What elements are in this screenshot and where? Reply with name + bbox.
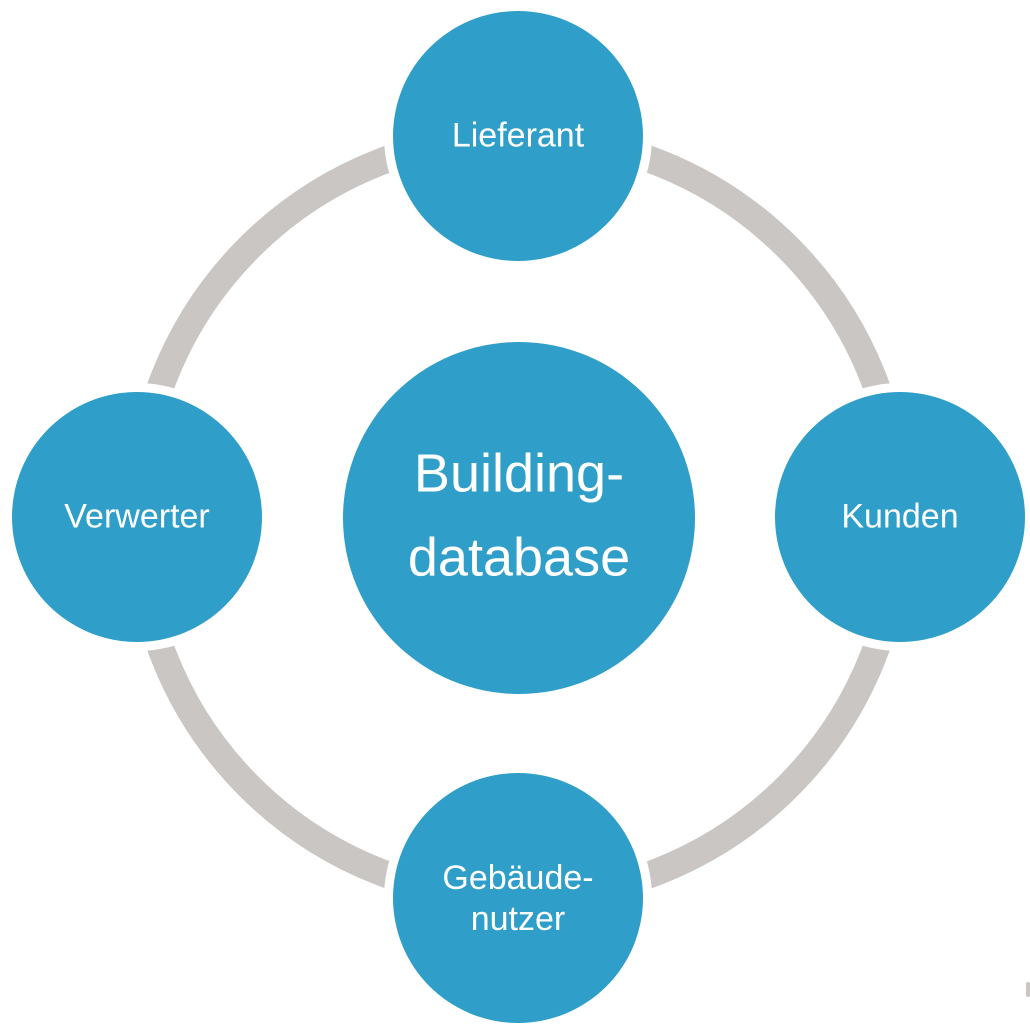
edge-artifact (1026, 982, 1030, 997)
node-circle-verwerter (12, 392, 262, 642)
center-circle (343, 342, 695, 694)
node-circle-gebaeudenutzer (393, 773, 643, 1023)
node-circle-kunden (775, 392, 1025, 642)
node-circle-lieferant (393, 11, 643, 261)
